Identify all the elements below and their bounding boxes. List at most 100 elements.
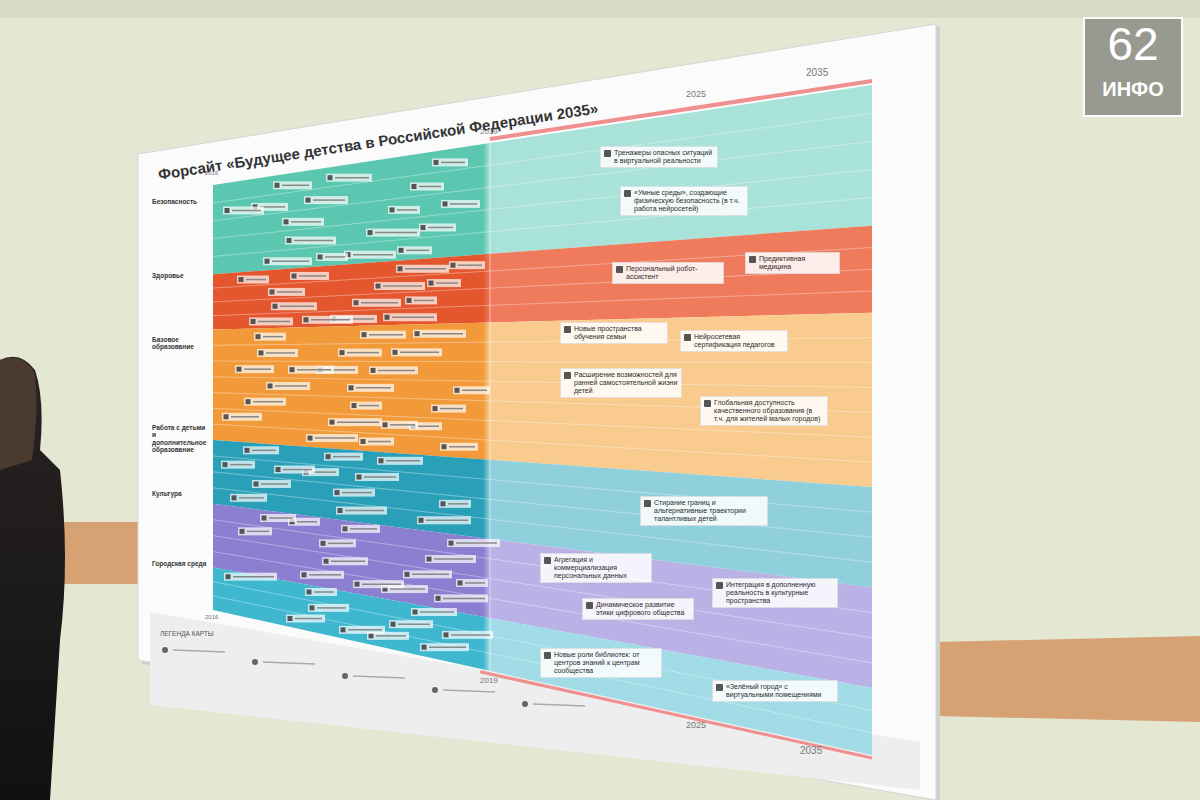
card-scribble xyxy=(350,528,377,530)
card-icon xyxy=(443,201,448,206)
small-card xyxy=(222,413,262,421)
small-card xyxy=(224,573,277,581)
small-card xyxy=(243,446,279,454)
small-card xyxy=(274,466,315,474)
card-scribble xyxy=(342,492,372,494)
card-text: Новые пространства обучения семьи xyxy=(574,325,664,341)
small-card xyxy=(359,438,394,446)
row-header: Здоровье xyxy=(152,272,208,279)
row-header: Безопасность xyxy=(152,198,208,205)
card-scribble xyxy=(263,336,283,338)
small-card xyxy=(377,457,423,465)
small-card xyxy=(411,608,457,616)
card-icon xyxy=(442,444,447,449)
card-scribble xyxy=(441,162,465,164)
card-icon xyxy=(419,518,424,523)
card-scribble xyxy=(398,623,430,625)
small-card xyxy=(244,398,286,406)
small-card xyxy=(238,527,272,535)
small-card xyxy=(235,365,274,373)
card-scribble xyxy=(397,209,417,211)
small-card xyxy=(442,631,493,639)
small-card xyxy=(306,434,358,442)
small-card xyxy=(263,257,312,265)
card-icon xyxy=(290,367,295,372)
card-icon xyxy=(276,467,281,472)
small-card xyxy=(366,229,420,237)
card-scribble xyxy=(412,574,449,576)
card-scribble xyxy=(231,416,259,418)
card-icon xyxy=(449,541,454,546)
small-card xyxy=(411,608,457,616)
card-scribble xyxy=(390,424,415,426)
card-scribble xyxy=(451,634,490,636)
small-card xyxy=(266,382,310,390)
card-icon xyxy=(246,399,251,404)
card-icon xyxy=(385,315,390,320)
card-scribble xyxy=(422,333,463,335)
small-card xyxy=(369,366,418,374)
card-scribble xyxy=(297,521,317,523)
small-card xyxy=(374,282,425,290)
small-card xyxy=(449,261,485,269)
legend-scribble xyxy=(353,676,405,678)
card-icon xyxy=(330,420,335,425)
card-scribble xyxy=(458,264,482,266)
card-scribble xyxy=(414,300,434,302)
card-scribble xyxy=(239,497,264,499)
small-card xyxy=(360,331,406,339)
small-card xyxy=(237,276,269,284)
card-scribble xyxy=(465,582,485,584)
card-scribble xyxy=(386,460,420,462)
card-scribble xyxy=(275,385,307,387)
card-icon xyxy=(259,350,264,355)
card-icon xyxy=(441,501,446,506)
card-scribble xyxy=(258,321,290,323)
small-card xyxy=(316,253,348,261)
card-icon xyxy=(434,160,439,165)
sub-row-line xyxy=(213,520,872,613)
small-card xyxy=(222,413,262,421)
card-scribble xyxy=(266,352,295,354)
small-card xyxy=(344,251,396,259)
small-card xyxy=(308,604,349,612)
small-card xyxy=(425,555,476,563)
year-label: 2016 xyxy=(205,614,218,621)
small-card xyxy=(223,206,264,214)
card-icon xyxy=(304,317,309,322)
card-scribble xyxy=(428,227,453,229)
small-card xyxy=(405,296,437,304)
poster xyxy=(138,24,936,800)
small-card xyxy=(389,620,433,628)
card-scribble xyxy=(297,369,331,371)
small-card xyxy=(308,604,349,612)
small-card xyxy=(350,402,382,410)
small-card xyxy=(410,182,444,190)
small-card xyxy=(336,507,387,515)
small-card xyxy=(254,333,286,341)
small-card xyxy=(221,461,255,469)
small-card xyxy=(347,384,394,392)
accent-line xyxy=(480,672,872,758)
small-card xyxy=(273,181,312,189)
year-divider xyxy=(490,143,491,671)
card-icon xyxy=(268,383,273,388)
trend-card: Стирание границ и альтернативные траекто… xyxy=(640,496,768,526)
card-scribble xyxy=(246,279,266,281)
row-header: Городская среда xyxy=(152,560,208,567)
card-scribble xyxy=(333,456,360,458)
sub-row-line xyxy=(213,361,872,363)
small-card xyxy=(290,272,329,280)
card-scribble xyxy=(272,261,309,263)
small-card xyxy=(285,236,336,244)
small-card xyxy=(405,296,437,304)
card-icon xyxy=(324,559,329,564)
card-icon xyxy=(275,183,280,188)
card-text: Расширение возможностей для ранней самос… xyxy=(574,371,678,395)
small-card xyxy=(254,333,286,341)
wall-rail xyxy=(935,636,1200,722)
small-card xyxy=(302,316,353,324)
small-card xyxy=(350,402,382,410)
card-icon xyxy=(379,458,384,463)
small-card xyxy=(353,580,404,588)
